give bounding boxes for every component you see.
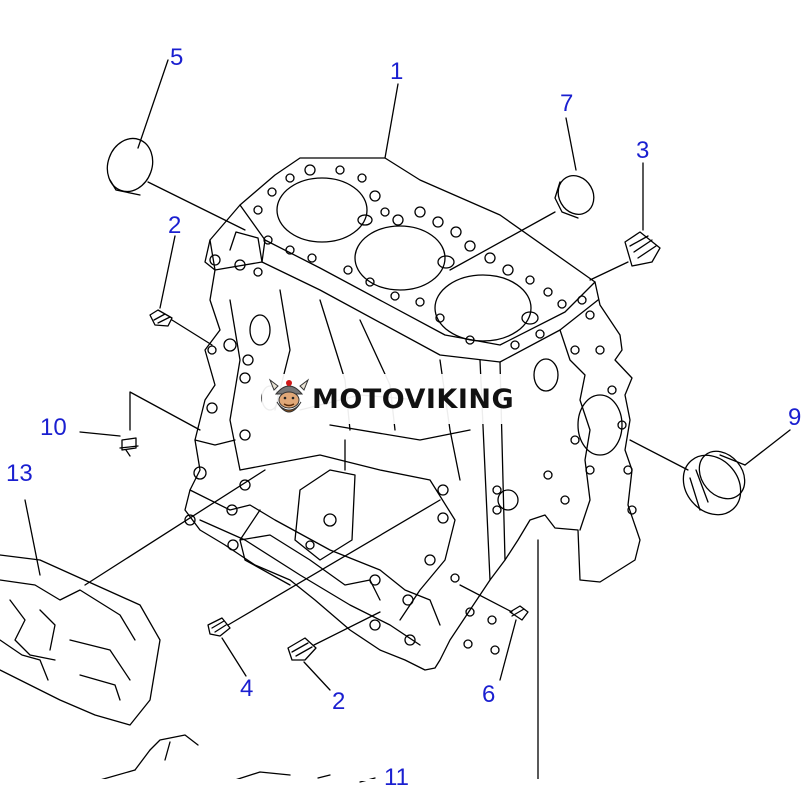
part-10-plug xyxy=(79,391,201,457)
part-13-gasket-strip xyxy=(0,469,266,726)
callout-13: 13 xyxy=(6,460,33,487)
callout-3: 3 xyxy=(636,137,650,164)
callout-1: 1 xyxy=(390,58,404,85)
part-5-plug xyxy=(106,59,246,231)
callout-6: 6 xyxy=(482,681,496,708)
callout-2-lower: 2 xyxy=(332,688,346,715)
watermark: MOTOVIKING xyxy=(262,374,532,424)
callout-7: 7 xyxy=(560,90,574,117)
lower-partial-parts xyxy=(79,734,801,783)
part-2-upper-plug xyxy=(149,235,213,346)
block-bolt-holes xyxy=(184,254,637,655)
cylinder-bores xyxy=(276,177,532,342)
part-7-cup-plug xyxy=(449,117,595,271)
part-4-plug xyxy=(207,499,441,677)
callout-4: 4 xyxy=(240,675,254,702)
callout-11: 11 xyxy=(384,764,409,791)
deck-holes xyxy=(253,164,587,350)
part-1-leader xyxy=(384,83,399,159)
part-6-plug xyxy=(459,584,529,681)
callout-2-upper: 2 xyxy=(168,212,182,239)
part-3-threaded-plug xyxy=(589,162,661,281)
watermark-text: MOTOVIKING xyxy=(312,383,515,415)
callout-9: 9 xyxy=(788,404,801,431)
part-9-seal-ring xyxy=(629,429,791,516)
part-2-lower-plug xyxy=(287,611,381,691)
viking-head-icon xyxy=(268,378,310,413)
callout-5: 5 xyxy=(170,44,184,71)
callout-10: 10 xyxy=(40,414,67,441)
